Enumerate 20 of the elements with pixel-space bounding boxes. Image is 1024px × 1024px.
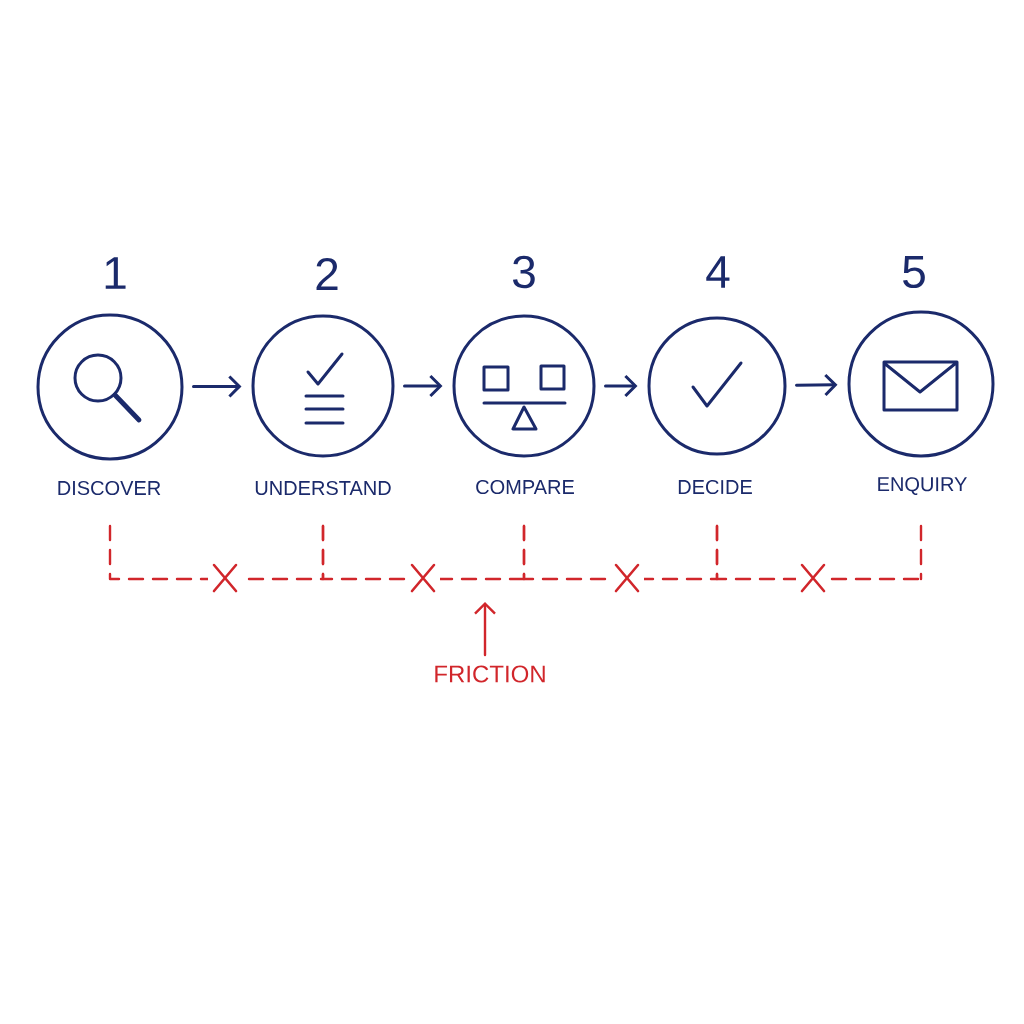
arrow bbox=[604, 374, 638, 398]
arrow bbox=[192, 375, 242, 398]
step-number: 1 bbox=[105, 257, 126, 289]
dashed-connector bbox=[522, 524, 719, 581]
step-number: 2 bbox=[316, 257, 338, 291]
arrow bbox=[403, 374, 443, 398]
leader-arrow bbox=[474, 602, 496, 657]
dashed-connector bbox=[321, 524, 526, 581]
step-number: 4 bbox=[706, 256, 730, 288]
step-number: 5 bbox=[903, 255, 925, 289]
stage-label: ENQUIRY bbox=[878, 477, 967, 495]
annotation-label: FRICTION bbox=[435, 665, 545, 683]
stage-label: UNDERSTAND bbox=[255, 480, 391, 496]
dashed-connector bbox=[715, 524, 923, 581]
arrow bbox=[795, 373, 838, 396]
stage-label: DECIDE bbox=[678, 479, 752, 495]
dashed-connector bbox=[108, 524, 325, 581]
step-number: 3 bbox=[512, 255, 535, 289]
stage-label: DISCOVER bbox=[58, 480, 161, 496]
stage-label: COMPARE bbox=[476, 479, 574, 495]
